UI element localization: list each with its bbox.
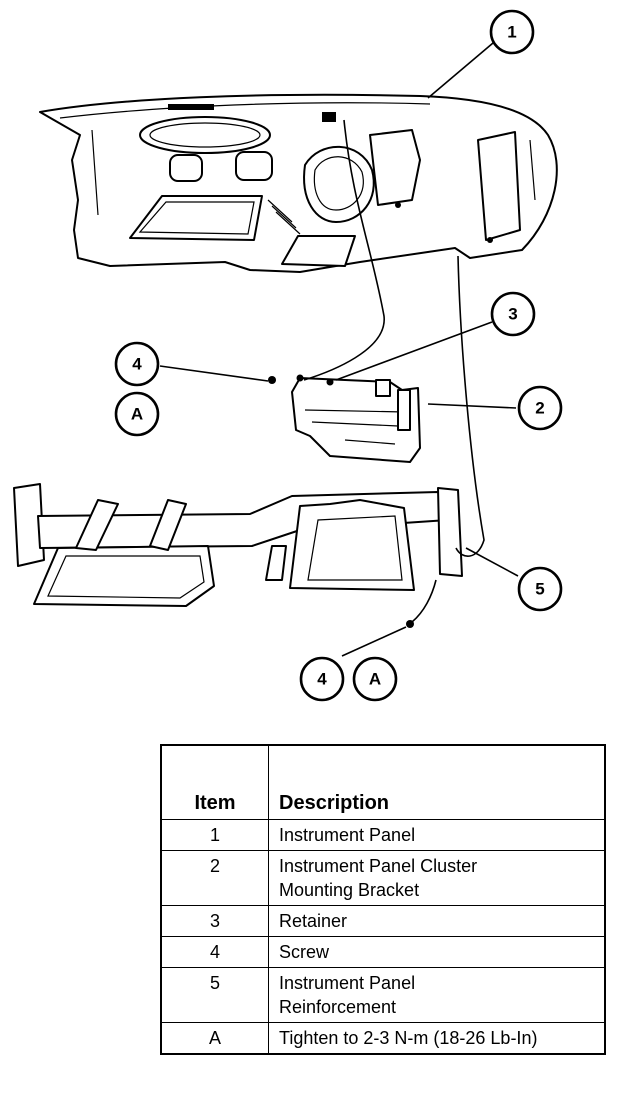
legend-header-description: Description (268, 744, 606, 820)
svg-text:2: 2 (535, 399, 544, 418)
legend-description: Instrument Panel Cluster Mounting Bracke… (268, 850, 606, 906)
svg-text:A: A (369, 670, 381, 689)
legend-description: Retainer (268, 905, 606, 937)
legend-item: A (160, 1022, 269, 1055)
cluster-mounting-bracket-illustration (268, 374, 421, 463)
legend-description: Instrument Panel Reinforcement (268, 967, 606, 1023)
svg-text:3: 3 (508, 305, 517, 324)
instrument-panel-reinforcement-illustration (13, 483, 463, 628)
svg-text:4: 4 (317, 670, 327, 689)
svg-text:5: 5 (535, 580, 544, 599)
svg-text:1: 1 (507, 23, 516, 42)
legend-item: 5 (160, 967, 269, 1023)
legend-row: 1 Instrument Panel (160, 819, 606, 851)
legend-header-row: Item Description (160, 744, 606, 820)
legend-description: Screw (268, 936, 606, 968)
legend-description: Instrument Panel (268, 819, 606, 851)
legend-row: 5 Instrument Panel Reinforcement (160, 967, 606, 1023)
legend-item: 1 (160, 819, 269, 851)
legend-row: 4 Screw (160, 936, 606, 968)
svg-text:A: A (131, 405, 143, 424)
legend-item: 3 (160, 905, 269, 937)
callout-2: 2 (517, 385, 563, 431)
legend-item: 2 (160, 850, 269, 906)
svg-text:4: 4 (132, 355, 142, 374)
callout-5: 5 (517, 566, 563, 612)
callout-a: A (114, 391, 160, 437)
callout-a-lower: A (352, 656, 398, 702)
callout-4: 4 (114, 341, 160, 387)
legend-row: 3 Retainer (160, 905, 606, 937)
callout-1: 1 (489, 9, 535, 55)
legend-row: 2 Instrument Panel Cluster Mounting Brac… (160, 850, 606, 906)
legend-row: A Tighten to 2-3 N-m (18-26 Lb-In) (160, 1022, 606, 1055)
callout-3: 3 (490, 291, 536, 337)
callout-4-lower: 4 (299, 656, 345, 702)
legend-item: 4 (160, 936, 269, 968)
instrument-panel-illustration (39, 93, 558, 273)
legend-description: Tighten to 2-3 N-m (18-26 Lb-In) (268, 1022, 606, 1055)
parts-legend-table: Item Description 1 Instrument Panel 2 In… (160, 744, 606, 1055)
legend-header-item: Item (160, 744, 269, 820)
exploded-view-diagram: 1 3 4 A 2 5 4 A (13, 9, 563, 702)
